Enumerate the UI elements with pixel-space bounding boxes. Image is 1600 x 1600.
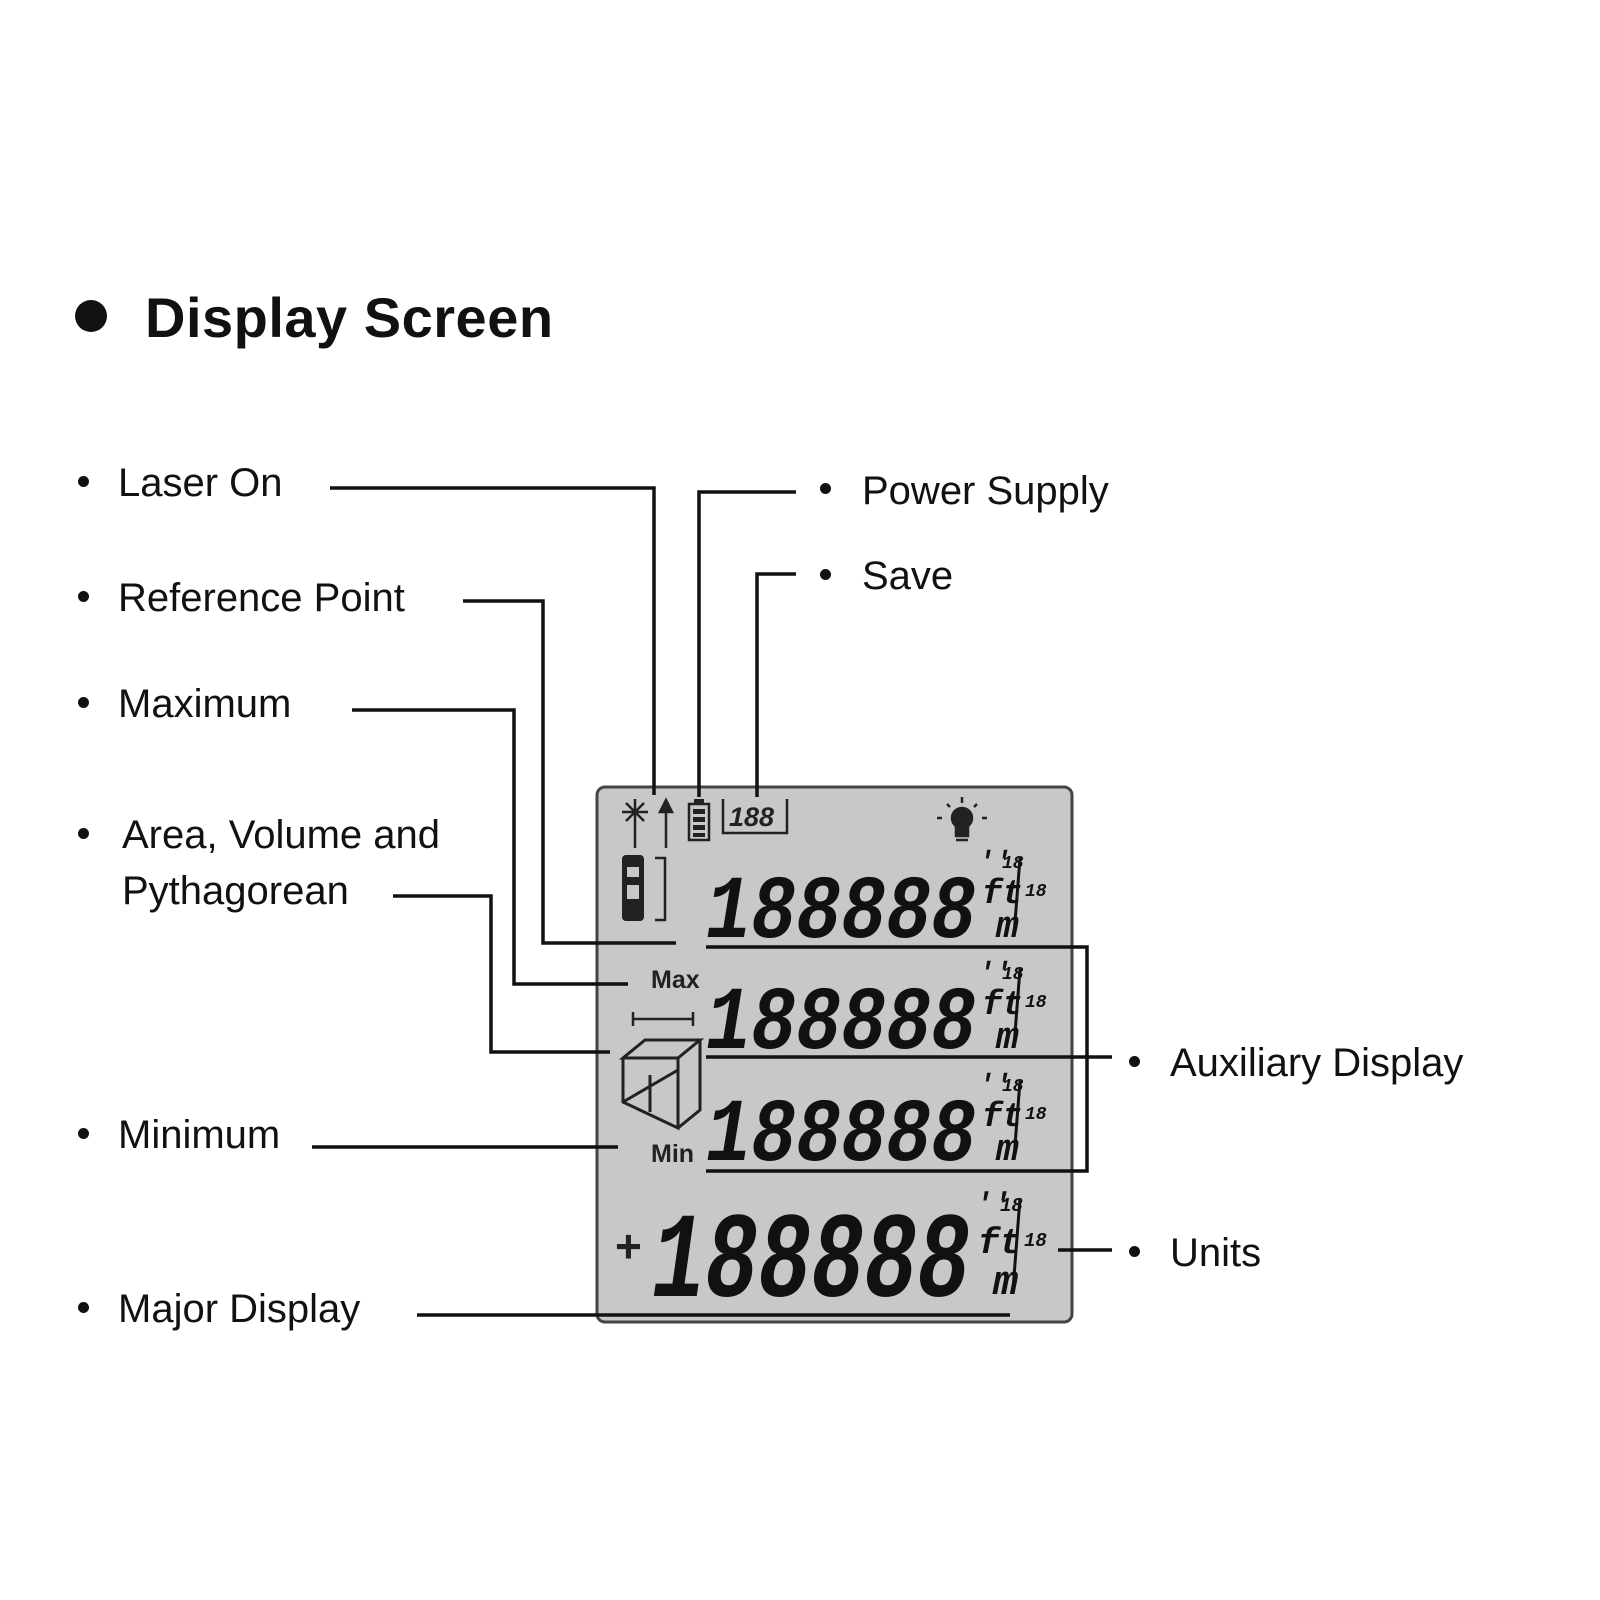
label-reference-point: Reference Point — [118, 576, 405, 620]
unit-fraction: 18 — [1024, 1230, 1047, 1252]
auxiliary-bracket — [706, 945, 1089, 1173]
unit-fraction: 18 — [1025, 1105, 1047, 1125]
bullet — [1129, 1056, 1140, 1067]
bullet — [820, 569, 831, 580]
digits-max: 188888 — [706, 974, 976, 1076]
bullet — [78, 697, 89, 708]
label-auxiliary-display: Auxiliary Display — [1170, 1041, 1464, 1085]
unit-fraction: 18 — [1025, 882, 1047, 902]
label-major-display: Major Display — [118, 1287, 361, 1331]
reference-point-icon — [622, 855, 667, 922]
digits-min: 188888 — [706, 1086, 976, 1188]
laser-icon — [622, 799, 648, 848]
label-area-volume-line1: Area, Volume and — [122, 813, 440, 857]
min-tag: Min — [651, 1140, 694, 1168]
bullet — [1129, 1246, 1140, 1257]
label-minimum: Minimum — [118, 1113, 281, 1157]
battery-icon — [687, 799, 711, 842]
title-bullet — [75, 300, 107, 332]
unit-divider — [1012, 857, 1022, 936]
digits-top: 188888 — [706, 863, 976, 965]
label-power-supply: Power Supply — [862, 469, 1109, 513]
memory-indicator-text: 188 — [729, 802, 774, 832]
label-area-volume-line2: Pythagorean — [122, 869, 349, 913]
lcd-panel — [595, 785, 1074, 1324]
label-units: Units — [1170, 1231, 1262, 1275]
unit-inch: '' — [978, 959, 1012, 990]
unit-divider — [1011, 1197, 1022, 1291]
digit-row-max: 188888 '' 18 ft 18 m — [706, 959, 1047, 1076]
digit-row-min: 188888 '' 18 ft 18 m — [706, 1071, 1047, 1188]
leader-laser-on — [330, 486, 656, 795]
bullet — [78, 476, 89, 487]
area-volume-icon — [618, 1038, 705, 1131]
digit-row-major: 188888 '' 18 ft 18 m — [652, 1189, 1047, 1333]
leader-power-supply — [697, 490, 796, 797]
digit-row-top: 188888 '' 18 ft 18 m — [706, 848, 1047, 965]
leader-reference-point — [463, 599, 676, 945]
digits-major: 188888 — [652, 1194, 970, 1333]
arrow-up-icon — [657, 797, 675, 848]
bullet — [78, 828, 89, 839]
label-maximum: Maximum — [118, 682, 292, 726]
label-save: Save — [862, 554, 954, 598]
leader-area-volume — [393, 894, 610, 1054]
backlight-icon — [937, 797, 987, 842]
max-tag: Max — [651, 966, 700, 994]
unit-inch: '' — [975, 1189, 1011, 1223]
leader-maximum — [352, 708, 628, 986]
bullet — [820, 483, 831, 494]
unit-inch: '' — [978, 1071, 1012, 1102]
leader-lines — [312, 486, 1112, 1317]
length-icon — [631, 1012, 695, 1026]
unit-fraction: 18 — [1025, 993, 1047, 1013]
sign-indicator: + — [615, 1220, 642, 1272]
page-title: Display Screen — [145, 286, 554, 349]
bullet — [78, 1302, 89, 1313]
bullet — [78, 591, 89, 602]
leader-save — [755, 572, 796, 797]
unit-fraction: 18 — [1000, 1195, 1023, 1217]
label-laser-on: Laser On — [118, 461, 283, 505]
unit-divider — [1012, 1080, 1022, 1159]
bullet — [78, 1128, 89, 1139]
save-icon: 188 — [721, 799, 789, 835]
unit-divider — [1012, 968, 1022, 1047]
unit-inch: '' — [978, 848, 1012, 879]
